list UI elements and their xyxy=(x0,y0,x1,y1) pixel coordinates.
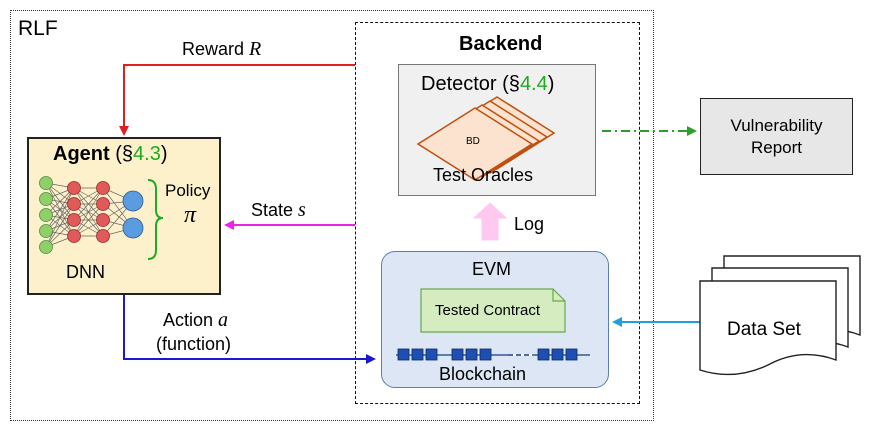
bd-oracle-stack-icon xyxy=(416,96,556,181)
data-set-documents-icon xyxy=(699,255,861,376)
agent-section-close: ) xyxy=(160,143,168,165)
bd-label: BD xyxy=(466,136,480,147)
blockchain-label: Blockchain xyxy=(439,364,527,384)
detector-title: Detector (§4.4) xyxy=(421,74,554,94)
reward-label: Reward R xyxy=(182,39,261,59)
dnn-label: DNN xyxy=(66,262,105,282)
reward-arrow xyxy=(119,64,355,136)
rlf-frame xyxy=(10,10,654,421)
data-set-label: Data Set xyxy=(727,319,801,340)
agent-section-number: 4.3 xyxy=(133,143,161,165)
test-oracles-label: Test Oracles xyxy=(433,165,534,185)
vulnerability-report-box[interactable]: Vulnerability Report xyxy=(700,98,853,175)
dnn-network-icon xyxy=(39,176,144,254)
agent-section-open: (§ xyxy=(109,143,134,165)
state-label: State s xyxy=(251,200,306,220)
reward-symbol: R xyxy=(249,38,262,60)
action-label-text: Action xyxy=(163,310,214,330)
action-arrow xyxy=(123,295,376,364)
agent-title: Agent (§4.3) xyxy=(53,144,168,164)
action-function-label: (function) xyxy=(156,334,232,354)
detector-title-text: Detector (§ xyxy=(421,73,520,95)
state-label-text: State xyxy=(251,200,294,220)
vulnerability-report-line1: Vulnerability xyxy=(730,116,823,136)
action-label: Action a xyxy=(163,310,228,330)
action-symbol: a xyxy=(218,309,229,331)
policy-symbol: π xyxy=(184,202,197,228)
tested-contract-shape xyxy=(420,288,566,333)
log-label: Log xyxy=(514,214,545,234)
backend-label: Backend xyxy=(459,33,543,55)
agent-title-text: Agent xyxy=(53,143,110,165)
state-symbol: s xyxy=(298,199,306,221)
evm-title: EVM xyxy=(472,259,512,279)
backend-frame xyxy=(355,22,640,404)
detector-section-number: 4.4 xyxy=(519,73,548,95)
policy-brace-icon xyxy=(147,179,164,260)
detector-section-close: ) xyxy=(547,73,555,95)
policy-label: Policy xyxy=(165,181,211,200)
reward-label-text: Reward xyxy=(182,39,245,59)
log-arrow xyxy=(472,202,508,241)
vulnerability-report-line2: Report xyxy=(750,137,802,157)
agent-box[interactable] xyxy=(27,137,221,295)
blockchain-chain-icon xyxy=(396,348,590,361)
tested-contract-label: Tested Contract xyxy=(435,302,541,319)
rlf-label: RLF xyxy=(18,17,58,40)
